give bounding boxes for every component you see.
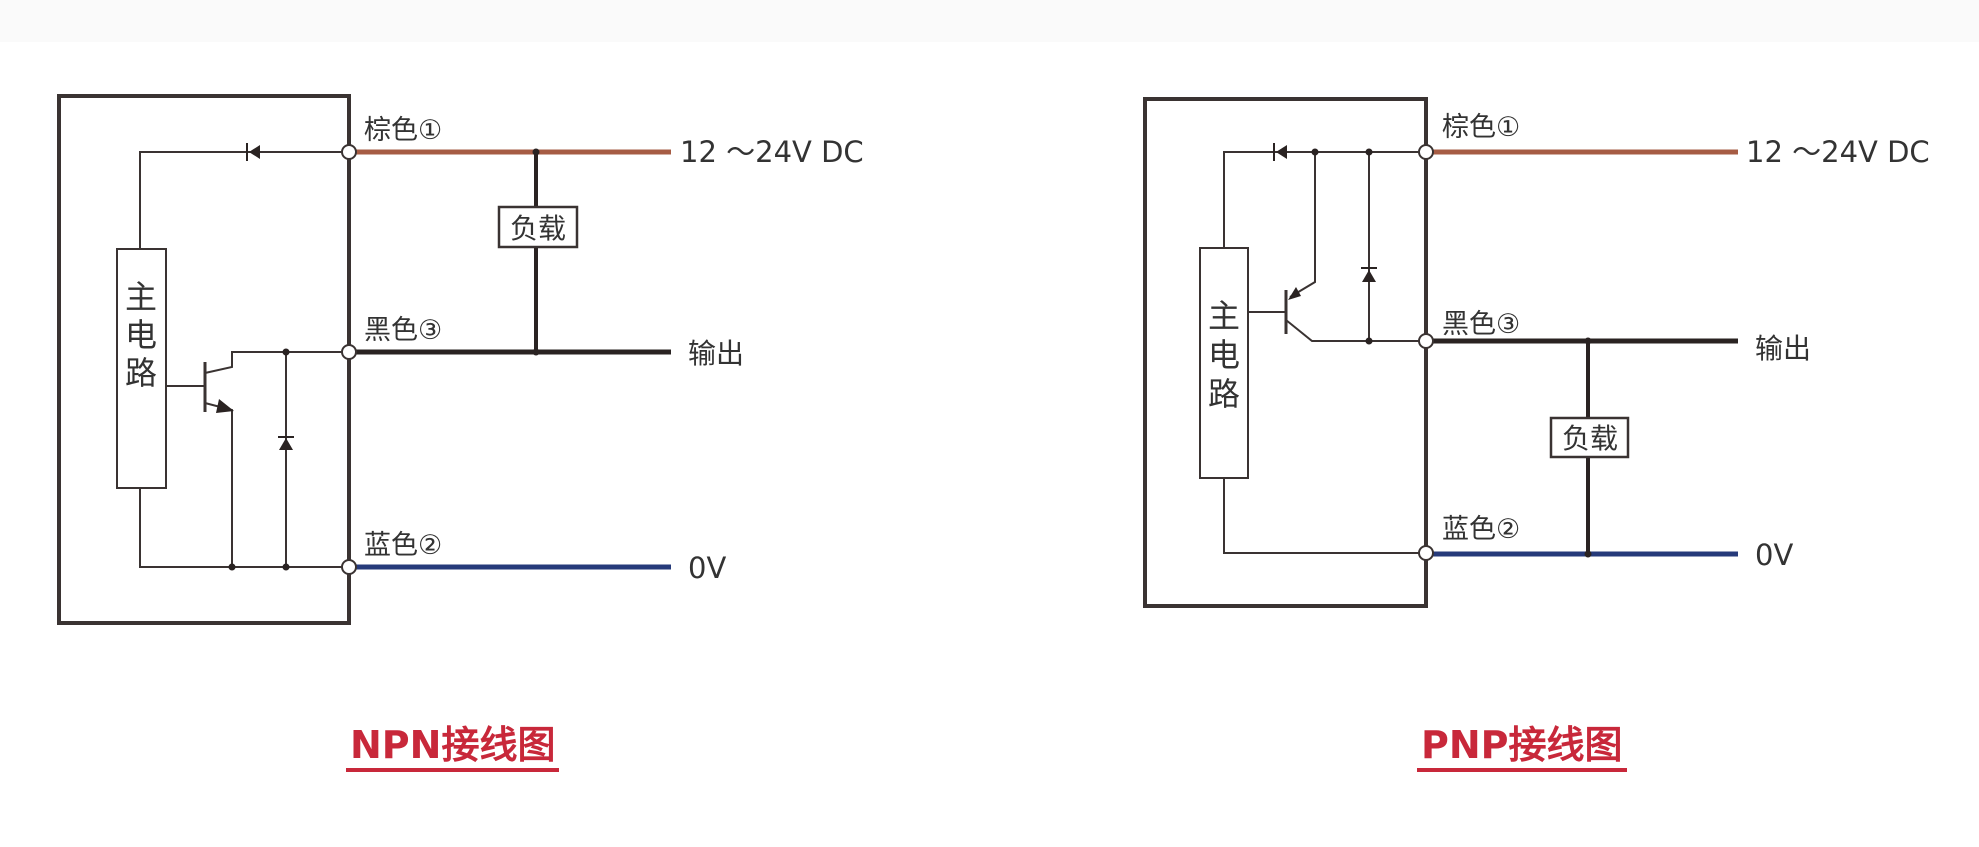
npn-emitter-line [204, 402, 233, 567]
pnp-load-junction-bottom [1584, 550, 1592, 558]
npn-brown-label: 棕色① [364, 115, 442, 146]
pnp-junction-dot [1365, 337, 1373, 345]
npn-terminal-brown [341, 144, 357, 160]
npn-junction-dot [228, 563, 236, 571]
pnp-black-label: 黑色③ [1442, 309, 1520, 340]
pnp-title: PNP接线图 [1417, 724, 1627, 772]
npn-emitter-arrow-icon [216, 399, 234, 413]
npn-blue-label: 蓝色② [364, 530, 442, 561]
npn-load-junction-bottom [532, 348, 540, 356]
pnp-emitter-arrow-icon [1288, 287, 1301, 300]
pnp-supply-line [1223, 151, 1426, 248]
pnp-collector-line [1285, 319, 1426, 342]
npn-main-circuit-box [116, 248, 167, 489]
npn-junction-dot [282, 563, 290, 571]
pnp-ground-label: 0V [1755, 538, 1793, 572]
pnp-emitter-line [1289, 152, 1316, 298]
npn-load-box [497, 205, 579, 249]
pnp-supply-voltage-label: 12 ～24V DC [1746, 135, 1930, 169]
pnp-sensor-box [1143, 97, 1428, 608]
background-strip [0, 0, 1979, 42]
npn-load-label: 负载 [510, 212, 566, 245]
pnp-diode-icon [1276, 145, 1287, 159]
pnp-terminal-black [1418, 333, 1434, 349]
npn-sensor-box [57, 94, 351, 625]
pnp-output-label: 输出 [1755, 332, 1811, 365]
npn-load-junction-top [532, 148, 540, 156]
npn-title: NPN接线图 [346, 724, 560, 772]
npn-collector-line [204, 351, 349, 374]
pnp-brown-label: 棕色① [1442, 112, 1520, 143]
pnp-ground-line [1223, 478, 1426, 554]
pnp-terminal-brown [1418, 144, 1434, 160]
npn-output-label: 输出 [688, 337, 744, 370]
npn-main-circuit-char-2: 电 [125, 316, 157, 354]
npn-diagram: 负载 主 电 路 棕色① 黑色③ 蓝色② [57, 94, 864, 625]
pnp-main-circuit-box [1199, 247, 1249, 479]
pnp-zener-diode-icon [1362, 270, 1376, 282]
pnp-main-circuit-char-2: 电 [1208, 336, 1240, 374]
npn-supply-voltage-label: 12 ～24V DC [680, 135, 864, 169]
npn-terminal-black [341, 344, 357, 360]
pnp-junction-dot [1365, 148, 1373, 156]
pnp-blue-label: 蓝色② [1442, 514, 1520, 545]
npn-diode-icon [249, 145, 260, 159]
pnp-junction-dot [1311, 148, 1319, 156]
npn-main-circuit-char-1: 主 [125, 278, 157, 316]
npn-black-label: 黑色③ [364, 315, 442, 346]
npn-ground-line [139, 488, 349, 568]
npn-main-circuit-char-3: 路 [125, 354, 157, 392]
npn-terminal-blue [341, 559, 357, 575]
pnp-diagram: 负载 主 电 路 棕色① 黑色③ 蓝色② 12 ～24V DC 输出 0V [1143, 97, 1930, 608]
pnp-main-circuit-char-3: 路 [1208, 375, 1240, 413]
pnp-load-label: 负载 [1562, 422, 1618, 455]
pnp-main-circuit-char-1: 主 [1208, 297, 1240, 335]
npn-zener-diode-icon [279, 438, 293, 450]
pnp-load-junction-top [1584, 337, 1592, 345]
npn-junction-dot [282, 348, 290, 356]
npn-supply-line [139, 151, 349, 249]
pnp-terminal-blue [1418, 545, 1434, 561]
npn-ground-label: 0V [688, 551, 726, 585]
pnp-load-box [1549, 416, 1630, 459]
